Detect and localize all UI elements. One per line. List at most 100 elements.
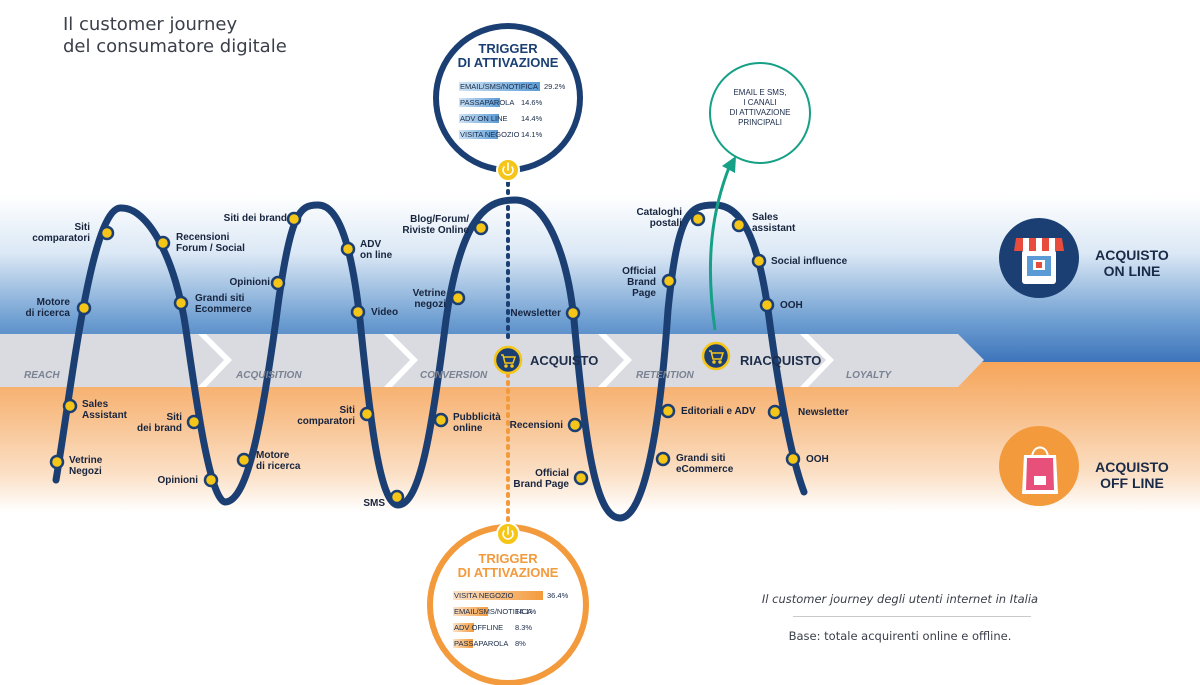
trigger-label: EMAIL/SMS/NOTIFICA: [454, 607, 532, 616]
stage-label-loyalty: LOYALTY: [846, 370, 892, 381]
touchpoint-label: Recensioni: [509, 420, 563, 431]
trigger-label: ADV ON LINE: [460, 114, 508, 123]
touchpoint-label: Blog/Forum/Riviste Online: [402, 214, 469, 236]
trigger-label: VISITA NEGOZIO: [460, 130, 520, 139]
purchase-badge: [493, 345, 523, 375]
trigger-bar: [453, 639, 473, 648]
trigger-bar: [453, 623, 474, 632]
offline-channel-label: ACQUISTO OFF LINE: [1090, 459, 1174, 491]
repurchase-label: RIACQUISTO: [740, 353, 822, 368]
cart-icon: [501, 354, 517, 368]
touchpoint-dot: [76, 300, 92, 316]
cart-icon: [709, 350, 725, 364]
shopping-bag-icon: [1022, 446, 1058, 494]
trigger-value: 8.3%: [515, 623, 533, 632]
trigger-row: ADV ON LINE 14.4%: [459, 113, 599, 124]
touchpoint-dot: [660, 403, 676, 419]
touchpoint-dot: [286, 211, 302, 227]
touchpoint-dot: [236, 452, 252, 468]
power-icon: [502, 526, 514, 540]
trigger-label: ADV OFFLINE: [454, 623, 504, 632]
touchpoint-dot: [567, 417, 583, 433]
callout-arrowhead: [722, 156, 736, 173]
trigger-value: 14.4%: [521, 114, 543, 123]
stage-label-conversion: CONVERSION: [420, 370, 488, 381]
touchpoint-dot: [690, 211, 706, 227]
touchpoint-dot: [186, 414, 202, 430]
touchpoint-dot: [655, 451, 671, 467]
offline-channel-line-2: OFF LINE: [1100, 475, 1164, 491]
offline-channel-line-1: ACQUISTO: [1095, 459, 1169, 475]
online-channel-line-2: ON LINE: [1103, 263, 1161, 279]
caption-base: Base: totale acquirenti online e offline…: [788, 629, 1012, 643]
title-line-1: Il customer journey: [63, 14, 238, 35]
page-title: Il customer journey del consumatore digi…: [63, 14, 287, 58]
touchpoint-label: Editoriali e ADV: [681, 406, 756, 417]
repurchase-badge: [701, 341, 731, 371]
touchpoint-label: SMS: [363, 498, 385, 509]
stage-chevrons: [198, 334, 834, 387]
touchpoint-dot: [573, 470, 589, 486]
touchpoint-dot: [270, 275, 286, 291]
caption-divider: [793, 616, 1031, 617]
touchpoint-label: Newsletter: [510, 308, 561, 319]
touchpoint-dot: [350, 304, 366, 320]
online-channel-label: ACQUISTO ON LINE: [1090, 247, 1174, 279]
online-channel-line-1: ACQUISTO: [1095, 247, 1169, 263]
touchpoint-dot: [731, 217, 747, 233]
trigger-value: 29.2%: [544, 82, 566, 91]
online-trigger-title-2: DI ATTIVAZIONE: [457, 55, 559, 70]
trigger-value: 14.1%: [515, 607, 537, 616]
trigger-label: VISITA NEGOZIO: [454, 591, 514, 600]
trigger-value: 14.6%: [521, 98, 543, 107]
stage-label-reach: REACH: [24, 370, 60, 381]
touchpoint-dot: [661, 273, 677, 289]
touchpoint-dot: [49, 454, 65, 470]
stage-label-acquisition: ACQUISITION: [236, 370, 302, 381]
shop-icon: [1014, 238, 1064, 284]
touchpoint-dot: [62, 398, 78, 414]
touchpoint-dot: [433, 412, 449, 428]
stage-arrow-band: [0, 334, 984, 387]
title-line-2: del consumatore digitale: [63, 36, 287, 57]
trigger-row: ADV OFFLINE 8.3%: [453, 622, 593, 633]
online-trigger-title-1: TRIGGER: [478, 41, 538, 56]
callout-arrow: [708, 164, 732, 331]
caption-source: Il customer journey degli utenti interne…: [761, 592, 1039, 606]
touchpoint-label: Social influence: [771, 256, 848, 267]
power-icon: [502, 162, 514, 176]
touchpoint-dot: [767, 404, 783, 420]
trigger-bar: [459, 82, 540, 91]
trigger-bar: [459, 130, 498, 139]
journey-wave: [52, 196, 808, 522]
touchpoint-dot: [785, 451, 801, 467]
trigger-label: EMAIL/SMS/NOTIFICA: [460, 82, 538, 91]
trigger-value: 14.1%: [521, 130, 543, 139]
trigger-bar: [459, 114, 499, 123]
stage-label-retention: RETENTION: [636, 370, 694, 381]
callout-circle: [709, 62, 811, 164]
touchpoint-dot: [340, 241, 356, 257]
